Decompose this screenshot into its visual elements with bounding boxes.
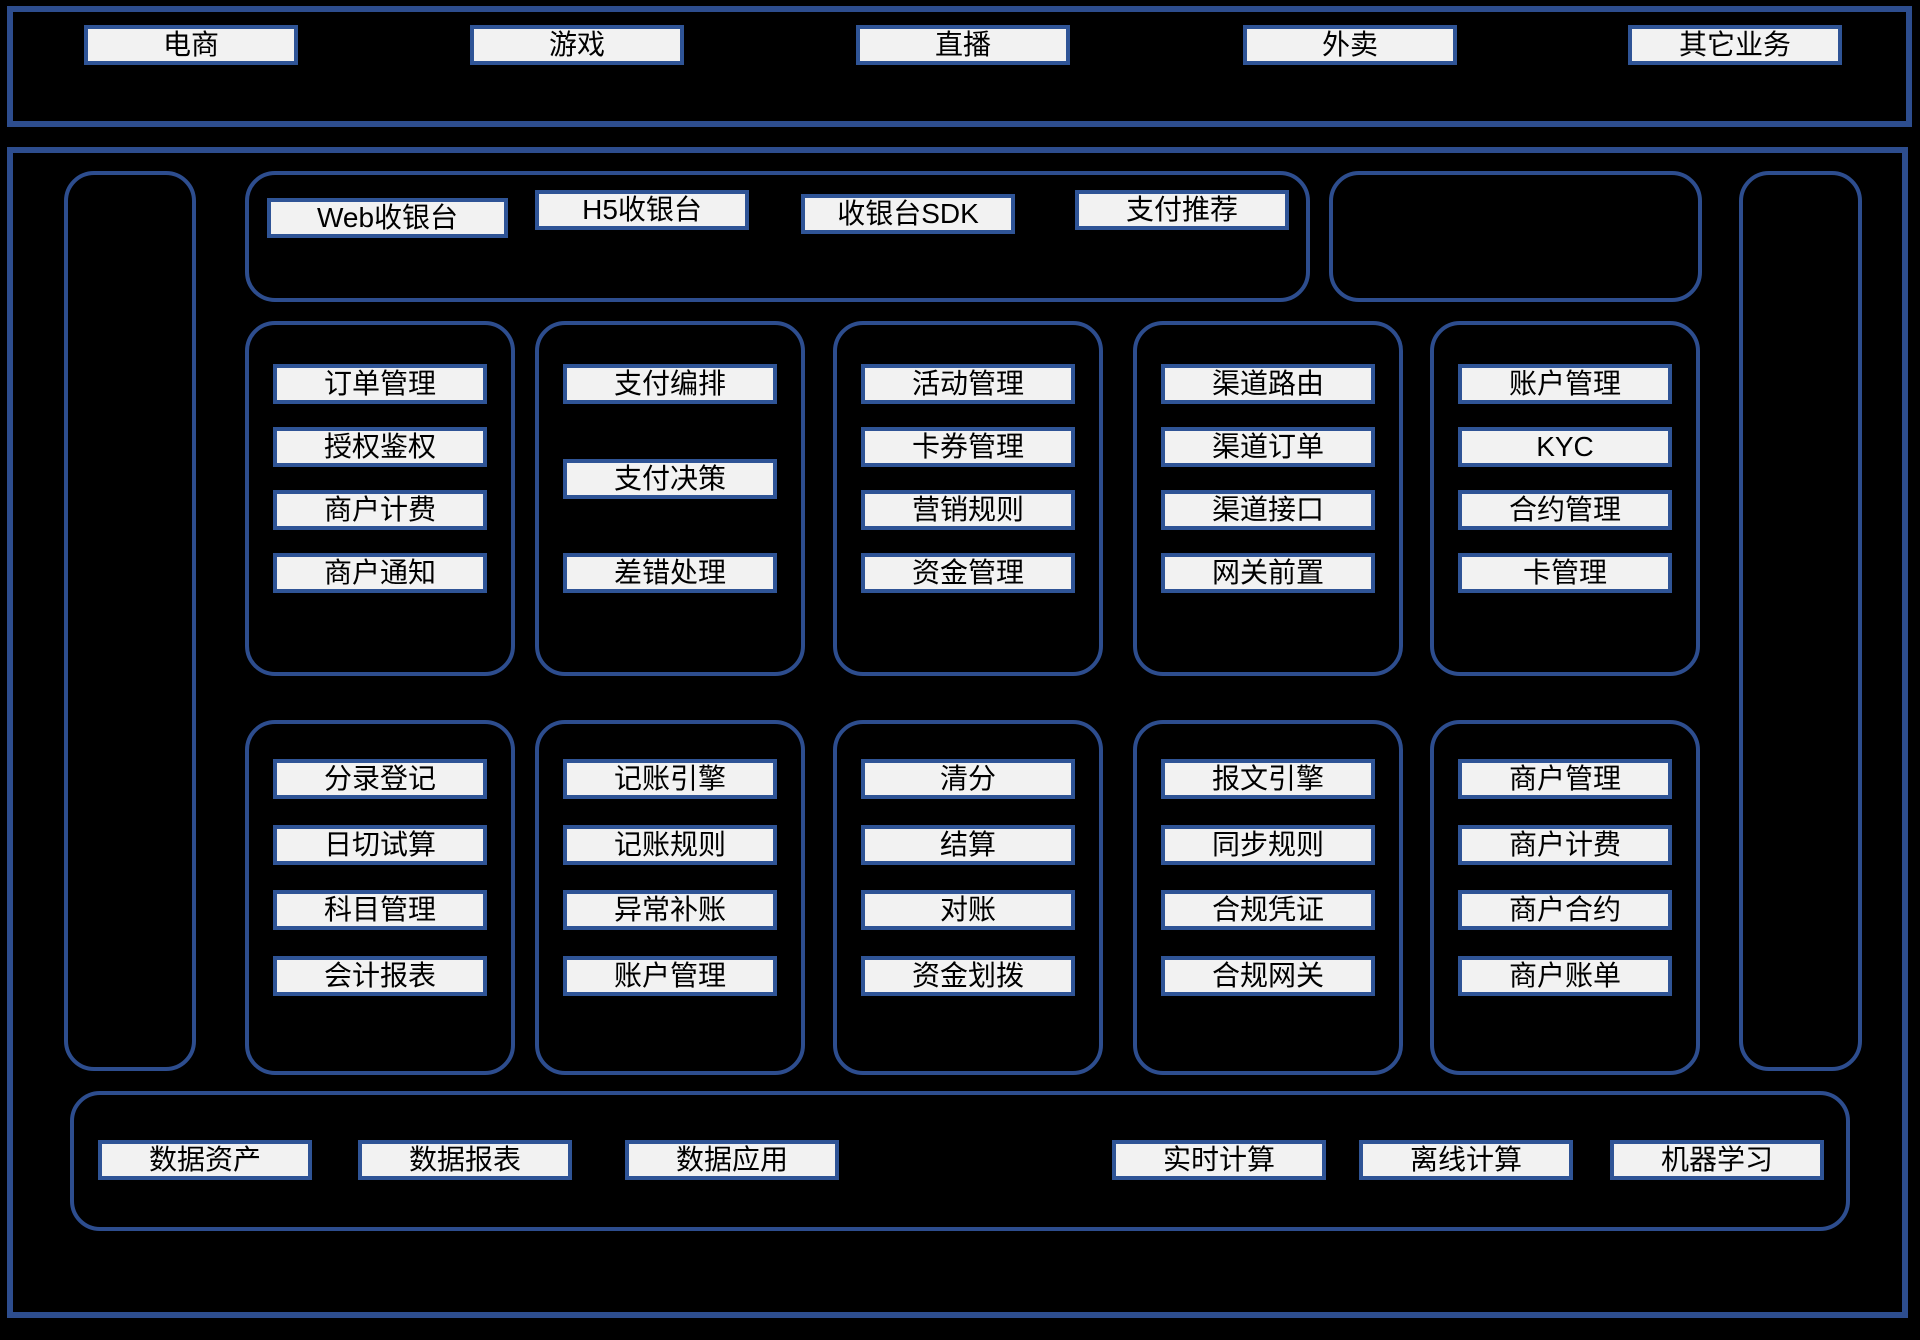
group-order: 订单管理 授权鉴权 商户计费 商户通知: [245, 321, 515, 676]
group-compliance-message: 报文引擎 同步规则 合规凭证 合规网关: [1133, 720, 1403, 1075]
module-chip: 账户管理: [563, 956, 777, 996]
module-chip: 会计报表: [273, 956, 487, 996]
group-ledger: 分录登记 日切试算 科目管理 会计报表: [245, 720, 515, 1075]
module-chip: 资金划拨: [861, 956, 1075, 996]
business-chip-game: 游戏: [470, 25, 684, 65]
data-chip-offline: 离线计算: [1359, 1140, 1573, 1180]
module-chip: 支付决策: [563, 459, 777, 499]
module-chip: 网关前置: [1161, 553, 1375, 593]
module-chip: 渠道接口: [1161, 490, 1375, 530]
module-chip: 资金管理: [861, 553, 1075, 593]
module-chip: 渠道订单: [1161, 427, 1375, 467]
module-chip: 记账引擎: [563, 759, 777, 799]
module-chip: 分录登记: [273, 759, 487, 799]
module-chip: 报文引擎: [1161, 759, 1375, 799]
data-chip-assets: 数据资产: [98, 1140, 312, 1180]
group-account: 账户管理 KYC 合约管理 卡管理: [1430, 321, 1700, 676]
data-chip-apps: 数据应用: [625, 1140, 839, 1180]
module-chip: 支付编排: [563, 364, 777, 404]
module-chip: 同步规则: [1161, 825, 1375, 865]
group-merchant: 商户管理 商户计费 商户合约 商户账单: [1430, 720, 1700, 1075]
business-chip-live: 直播: [856, 25, 1070, 65]
group-accounting: 记账引擎 记账规则 异常补账 账户管理: [535, 720, 805, 1075]
module-chip: 商户通知: [273, 553, 487, 593]
business-chip-other: 其它业务: [1628, 25, 1842, 65]
module-chip: 商户管理: [1458, 759, 1672, 799]
checkout-chip-web: Web收银台: [267, 198, 508, 238]
module-chip: 商户账单: [1458, 956, 1672, 996]
module-chip: KYC: [1458, 427, 1672, 467]
module-chip: 账户管理: [1458, 364, 1672, 404]
checkout-chip-recommend: 支付推荐: [1075, 190, 1289, 230]
module-chip: 差错处理: [563, 553, 777, 593]
data-chip-ml: 机器学习: [1610, 1140, 1824, 1180]
module-chip: 异常补账: [563, 890, 777, 930]
group-channel: 渠道路由 渠道订单 渠道接口 网关前置: [1133, 321, 1403, 676]
group-clearing-settlement: 清分 结算 对账 资金划拨: [833, 720, 1103, 1075]
data-chip-reports: 数据报表: [358, 1140, 572, 1180]
module-chip: 订单管理: [273, 364, 487, 404]
module-chip: 结算: [861, 825, 1075, 865]
module-chip: 营销规则: [861, 490, 1075, 530]
module-chip: 卡管理: [1458, 553, 1672, 593]
business-chip-takeout: 外卖: [1243, 25, 1457, 65]
right-rail: [1739, 171, 1862, 1071]
data-chip-realtime: 实时计算: [1112, 1140, 1326, 1180]
module-chip: 卡券管理: [861, 427, 1075, 467]
module-chip: 商户计费: [1458, 825, 1672, 865]
checkout-container: Web收银台 H5收银台 收银台SDK 支付推荐: [245, 171, 1310, 302]
business-layer-frame: 电商 游戏 直播 外卖 其它业务: [7, 6, 1912, 127]
module-chip: 授权鉴权: [273, 427, 487, 467]
module-chip: 记账规则: [563, 825, 777, 865]
module-chip: 合约管理: [1458, 490, 1672, 530]
checkout-chip-sdk: 收银台SDK: [801, 194, 1015, 234]
module-chip: 商户合约: [1458, 890, 1672, 930]
module-chip: 渠道路由: [1161, 364, 1375, 404]
left-rail: [64, 171, 196, 1071]
module-chip: 清分: [861, 759, 1075, 799]
empty-container: [1329, 171, 1702, 302]
module-chip: 日切试算: [273, 825, 487, 865]
data-platform-container: 数据资产 数据报表 数据应用 实时计算 离线计算 机器学习: [70, 1091, 1850, 1231]
business-chip-ecommerce: 电商: [84, 25, 298, 65]
module-chip: 合规凭证: [1161, 890, 1375, 930]
platform-frame: [7, 147, 1908, 1318]
group-marketing: 活动管理 卡券管理 营销规则 资金管理: [833, 321, 1103, 676]
module-chip: 活动管理: [861, 364, 1075, 404]
module-chip: 对账: [861, 890, 1075, 930]
module-chip: 合规网关: [1161, 956, 1375, 996]
module-chip: 科目管理: [273, 890, 487, 930]
checkout-chip-h5: H5收银台: [535, 190, 749, 230]
group-payment-orchestration: 支付编排 支付决策 差错处理: [535, 321, 805, 676]
module-chip: 商户计费: [273, 490, 487, 530]
